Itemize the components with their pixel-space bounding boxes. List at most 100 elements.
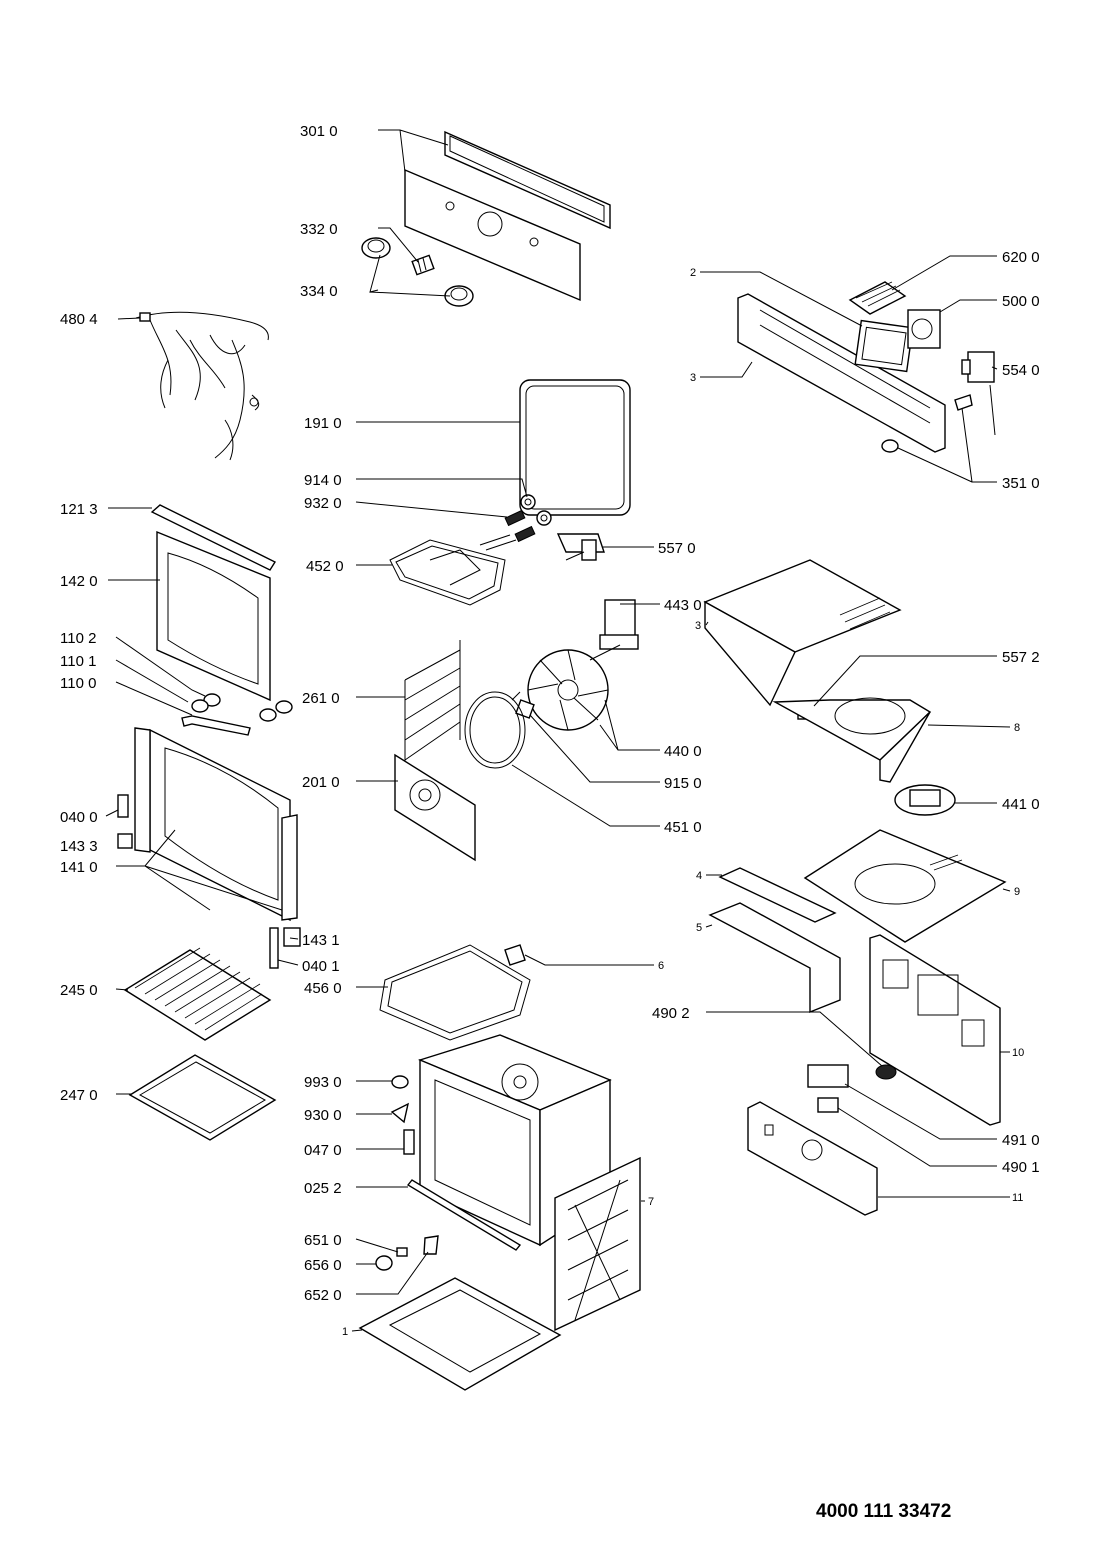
- baking-tray-part: [128, 1054, 277, 1141]
- label-025-2: 025 2: [304, 1180, 342, 1197]
- hinge-part-left: [117, 794, 133, 849]
- lamp-cover-part: [875, 1064, 897, 1080]
- timer-part: [907, 309, 941, 349]
- label-3-top: 3: [690, 372, 696, 384]
- label-11: 11: [1012, 1192, 1023, 1204]
- cooling-fan-part: [894, 784, 956, 816]
- thermostat-part: [556, 533, 605, 561]
- label-7: 7: [648, 1196, 654, 1208]
- label-443-0: 443 0: [664, 597, 702, 614]
- side-bracket-part: [708, 902, 841, 1014]
- shelf-rack-part: [123, 947, 272, 1041]
- rear-panel-part: [869, 934, 1001, 1126]
- nut-part: [520, 494, 552, 526]
- label-1: 1: [342, 1326, 348, 1338]
- label-8: 8: [1014, 722, 1020, 734]
- label-143-1: 143 1: [302, 932, 340, 949]
- label-040-1: 040 1: [302, 958, 340, 975]
- control-module-part: [747, 1101, 878, 1216]
- label-440-0: 440 0: [664, 743, 702, 760]
- bottom-element-part: [379, 944, 531, 1041]
- label-142-0: 142 0: [60, 573, 98, 590]
- inner-door-part: [134, 727, 298, 922]
- door-handle-part: [181, 715, 251, 736]
- label-932-0: 932 0: [304, 495, 342, 512]
- label-201-0: 201 0: [302, 774, 340, 791]
- label-040-0: 040 0: [60, 809, 98, 826]
- label-652-0: 652 0: [304, 1287, 342, 1304]
- label-6: 6: [658, 960, 664, 972]
- label-3-middle: 3: [695, 620, 701, 632]
- leader-lines: [105, 129, 1011, 1332]
- knob-part-left: [361, 237, 391, 259]
- back-panel-part: [394, 753, 476, 862]
- clip-part: [390, 1102, 410, 1124]
- label-441-0: 441 0: [1002, 796, 1040, 813]
- hinge-part-right: [269, 927, 301, 969]
- label-9: 9: [1014, 886, 1020, 898]
- insulation-strip-part: [718, 867, 837, 923]
- label-491-0: 491 0: [1002, 1132, 1040, 1149]
- label-351-0: 351 0: [1002, 475, 1040, 492]
- label-4: 4: [696, 870, 702, 882]
- door-top-trim-part: [150, 504, 277, 571]
- label-651-0: 651 0: [304, 1232, 342, 1249]
- part-labels: 301 0 332 0 334 0 480 4 191 0 914 0 932 …: [60, 123, 1040, 1338]
- top-panel-part: [803, 829, 1007, 943]
- label-5: 5: [696, 922, 702, 934]
- label-110-0: 110 0: [60, 675, 96, 692]
- door-seal-part: [519, 379, 631, 516]
- rear-casing-part: [703, 559, 902, 707]
- label-334-0: 334 0: [300, 283, 338, 300]
- label-245-0: 245 0: [60, 982, 98, 999]
- lamp-part: [391, 1075, 409, 1089]
- label-557-2: 557 2: [1002, 649, 1040, 666]
- label-261-0: 261 0: [302, 690, 340, 707]
- label-620-0: 620 0: [1002, 249, 1040, 266]
- label-2: 2: [690, 267, 696, 279]
- hinge-pad-part: [191, 693, 293, 722]
- label-914-0: 914 0: [304, 472, 342, 489]
- connector-part: [807, 1064, 849, 1113]
- fan-blade-part: [527, 649, 609, 731]
- label-332-0: 332 0: [300, 221, 338, 238]
- label-915-0: 915 0: [664, 775, 702, 792]
- outer-glass-part: [156, 530, 271, 702]
- label-500-0: 500 0: [1002, 293, 1040, 310]
- spring-part: [504, 509, 536, 543]
- fan-cover-part: [772, 697, 932, 783]
- switch-part: [403, 1129, 415, 1155]
- label-656-0: 656 0: [304, 1257, 342, 1274]
- label-554-0: 554 0: [1002, 362, 1040, 379]
- control-knob-parts: [375, 1235, 439, 1271]
- label-452-0: 452 0: [306, 558, 344, 575]
- label-490-2: 490 2: [652, 1005, 690, 1022]
- knob-part-right: [444, 285, 474, 307]
- ring-element-part: [464, 691, 526, 769]
- wiring-harness-part: [135, 311, 269, 461]
- grill-element-part: [389, 534, 517, 606]
- label-247-0: 247 0: [60, 1087, 98, 1104]
- label-10: 10: [1012, 1047, 1024, 1059]
- label-143-3: 143 3: [60, 838, 98, 855]
- label-451-0: 451 0: [664, 819, 702, 836]
- label-301-0: 301 0: [300, 123, 338, 140]
- label-110-1: 110 1: [60, 653, 96, 670]
- control-panel-front-part: [404, 130, 611, 302]
- label-557-0: 557 0: [658, 540, 696, 557]
- label-191-0: 191 0: [304, 415, 342, 432]
- label-121-3: 121 3: [60, 501, 98, 518]
- label-110-2: 110 2: [60, 630, 96, 647]
- front-frame-part: [554, 1156, 641, 1332]
- fan-motor-part: [589, 599, 639, 661]
- rack-support-part: [404, 640, 461, 780]
- label-141-0: 141 0: [60, 859, 98, 876]
- terminal-block-part: [848, 281, 907, 315]
- control-panel-rear-part: [737, 293, 946, 453]
- base-panel-part: [358, 1277, 562, 1391]
- label-456-0: 456 0: [304, 980, 342, 997]
- strip-part: [406, 1179, 522, 1251]
- knob-spindle-part: [411, 254, 435, 276]
- selector-switch-part: [961, 351, 995, 383]
